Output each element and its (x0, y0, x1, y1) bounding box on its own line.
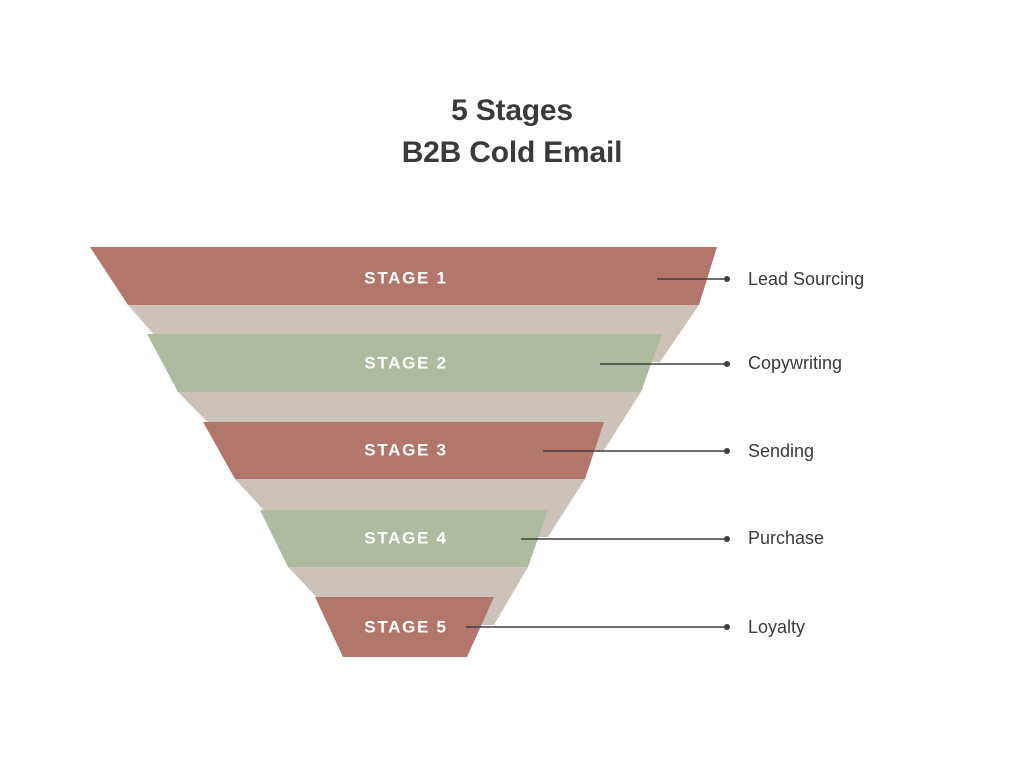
page-title: 5 Stages B2B Cold Email (0, 96, 1024, 168)
title-line-1: 5 Stages (451, 94, 573, 127)
stage-caption: STAGE 5 (364, 617, 447, 636)
funnel-stage-band[interactable] (260, 510, 548, 567)
stage-caption: STAGE 2 (364, 353, 447, 372)
funnel-bands (90, 247, 717, 657)
stage-callout-label: Copywriting (748, 353, 842, 373)
funnel-stage-band[interactable] (147, 334, 662, 392)
funnel-stage-band[interactable] (315, 597, 494, 657)
stage-caption: STAGE 3 (364, 440, 447, 459)
funnel-stage-captions: STAGE 1 STAGE 2 STAGE 3 STAGE 4 STAGE 5 (364, 268, 447, 636)
leader-endpoint-dot (724, 624, 730, 630)
stage-callout-label: Sending (748, 441, 814, 461)
title-line-2: B2B Cold Email (401, 136, 623, 169)
leader-endpoint-dot (724, 361, 730, 367)
leader-endpoint-dot (724, 536, 730, 542)
funnel-stage-band[interactable] (203, 422, 604, 479)
stage-callout-label: Lead Sourcing (748, 269, 864, 289)
funnel-leader-lines (466, 276, 730, 630)
funnel-stage-labels: Lead SourcingCopywritingSendingPurchaseL… (748, 269, 864, 637)
stage-callout-label: Purchase (748, 528, 824, 548)
leader-endpoint-dot (724, 448, 730, 454)
leader-endpoint-dot (724, 276, 730, 282)
stage-caption: STAGE 4 (364, 528, 447, 547)
funnel-stage-band[interactable] (90, 247, 717, 305)
stage-callout-label: Loyalty (748, 617, 805, 637)
stage-caption: STAGE 1 (364, 268, 447, 287)
